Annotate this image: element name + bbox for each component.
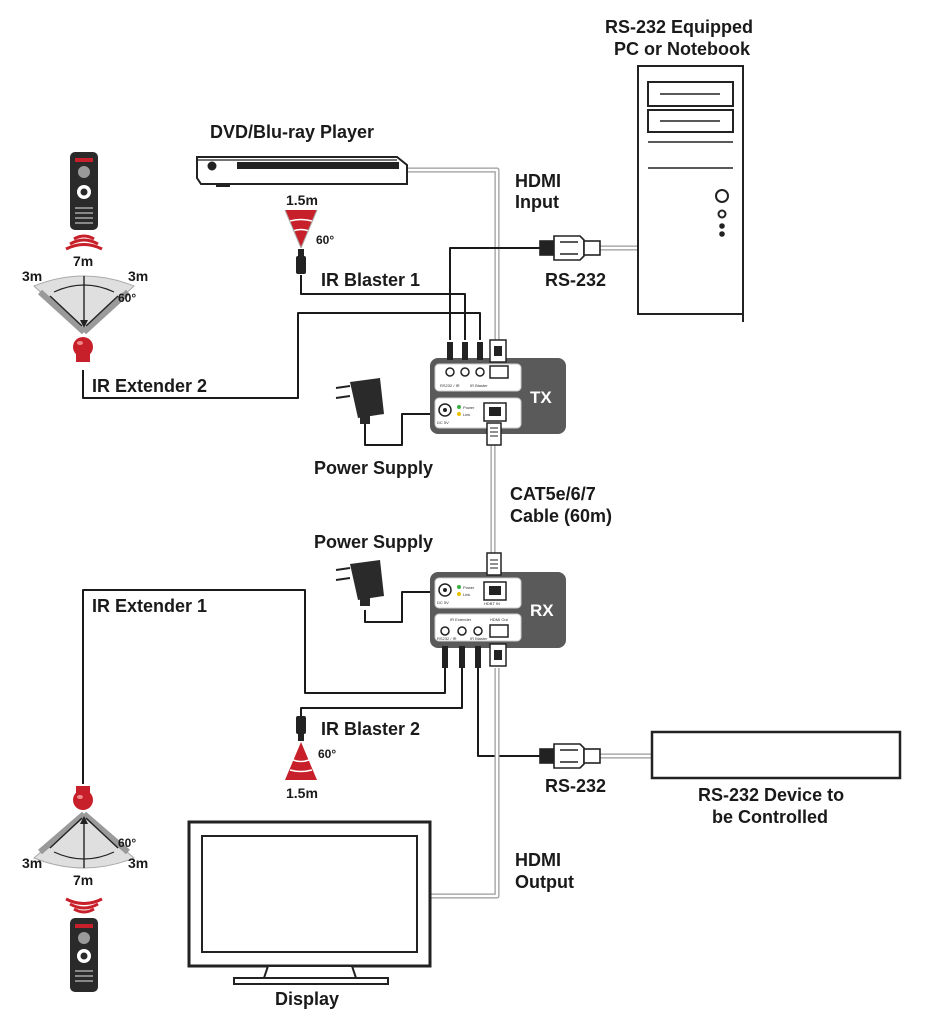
rx-ir-extender-label: IR Extender bbox=[450, 617, 472, 622]
rx-bottom-plugs bbox=[442, 643, 507, 668]
tx-port-label-ir-blaster: IR Blaster bbox=[470, 383, 488, 388]
ir-blaster-1-emitter bbox=[284, 209, 318, 274]
remote-control-top bbox=[65, 152, 103, 251]
hdmi-output-label-line2: Output bbox=[515, 872, 574, 892]
ir-blaster-1-cable bbox=[300, 275, 466, 340]
ir-blaster-1-label: IR Blaster 1 bbox=[321, 270, 420, 290]
power-supply-bottom-label: Power Supply bbox=[314, 532, 433, 552]
pc-tower bbox=[637, 65, 744, 322]
ir-blaster-2-cable bbox=[300, 668, 463, 718]
ir-extender-1-receiver bbox=[73, 786, 93, 810]
display-label: Display bbox=[275, 989, 339, 1009]
pc-label-line2: PC or Notebook bbox=[614, 39, 751, 59]
hdmi-input-label-line1: HDMI bbox=[515, 171, 561, 191]
dvd-player bbox=[196, 156, 408, 187]
ir-extender-2-cable bbox=[82, 312, 481, 399]
rx-power-adapter bbox=[335, 560, 384, 606]
cable-label-line1: CAT5e/6/7 bbox=[510, 484, 596, 504]
ir-extender-top-cone bbox=[33, 275, 135, 335]
tx-power-adapter bbox=[335, 378, 384, 424]
rx-power-cable bbox=[364, 591, 432, 623]
remote-control-bottom bbox=[65, 897, 103, 992]
rx-led-power-label: Power bbox=[463, 585, 475, 590]
ir-extender-bottom-angle: 60° bbox=[118, 836, 136, 850]
ir-extender-1-label: IR Extender 1 bbox=[92, 596, 207, 616]
ir-extender-2-label: IR Extender 2 bbox=[92, 376, 207, 396]
labels: RS-232 Equipped PC or Notebook DVD/Blu-r… bbox=[22, 17, 844, 1009]
hdmi-output-cable bbox=[430, 668, 500, 899]
rx-rs232-label: RS232 / IR bbox=[437, 636, 457, 641]
hdmi-input-label-line2: Input bbox=[515, 192, 559, 212]
ir-blaster-2-distance: 1.5m bbox=[286, 785, 318, 801]
rx-led-link-label: Link bbox=[463, 592, 470, 597]
rx-cat-plug bbox=[486, 552, 502, 576]
ir-extender-2-receiver bbox=[73, 337, 93, 362]
power-supply-top-label: Power Supply bbox=[314, 458, 433, 478]
tx-led-power-label: Power bbox=[463, 405, 475, 410]
ir-extender-top-right-distance: 3m bbox=[128, 268, 148, 284]
rx-power-port-label: DC 5V bbox=[437, 600, 449, 605]
ir-blaster-1-distance: 1.5m bbox=[286, 192, 318, 208]
rx-hdmi-out-label: HDMI Out bbox=[490, 617, 509, 622]
tx-cat-plug bbox=[486, 422, 502, 446]
pc-label-line1: RS-232 Equipped bbox=[605, 17, 753, 37]
ir-blaster-2-label: IR Blaster 2 bbox=[321, 719, 420, 739]
ir-extender-bottom-right-distance: 3m bbox=[128, 855, 148, 871]
rs232-device bbox=[650, 730, 902, 780]
rx-ir-blaster-label: IR Blaster bbox=[470, 636, 488, 641]
tx-label: TX bbox=[530, 388, 552, 407]
tx-power-cable bbox=[364, 413, 432, 446]
tx-top-plugs bbox=[447, 339, 507, 363]
ir-blaster-2-emitter bbox=[285, 716, 317, 780]
ir-extender-top-angle: 60° bbox=[118, 291, 136, 305]
tx-power-port-label: DC 5V bbox=[437, 420, 449, 425]
rs232-top-label: RS-232 bbox=[545, 270, 606, 290]
tx-unit: RS232 / IR IR Blaster Power Link DC 5V T… bbox=[430, 358, 566, 434]
hdmi-output-label-line1: HDMI bbox=[515, 850, 561, 870]
ir-extender-bottom-center-distance: 7m bbox=[73, 872, 93, 888]
rs232-bottom-connector bbox=[539, 743, 601, 769]
dvd-label: DVD/Blu-ray Player bbox=[210, 122, 374, 142]
rs232-device-label-line1: RS-232 Device to bbox=[698, 785, 844, 805]
rs232-bottom-label: RS-232 bbox=[545, 776, 606, 796]
ir-blaster-1-angle: 60° bbox=[316, 233, 334, 247]
tx-port-label-rs232: RS232 / IR bbox=[440, 383, 460, 388]
rs232-bottom-cable bbox=[477, 668, 552, 757]
ir-extender-bottom-left-distance: 3m bbox=[22, 855, 42, 871]
rs232-top-cable bbox=[449, 247, 552, 340]
ir-extender-bottom-cone bbox=[33, 811, 135, 869]
ir-extender-top-center-distance: 7m bbox=[73, 253, 93, 269]
rs232-top-connector bbox=[539, 235, 601, 261]
display-monitor bbox=[187, 820, 432, 985]
rs232-device-label-line2: be Controlled bbox=[712, 807, 828, 827]
tx-led-link-label: Link bbox=[463, 412, 470, 417]
rx-hdbt-label: HDBT IN bbox=[484, 601, 500, 606]
rx-unit: DC 5V Power Link HDBT IN IR Extender RS2… bbox=[430, 572, 566, 648]
cable-label-line2: Cable (60m) bbox=[510, 506, 612, 526]
ir-extender-top-left-distance: 3m bbox=[22, 268, 42, 284]
ir-extender-1-cable bbox=[82, 589, 446, 784]
cables bbox=[82, 167, 652, 899]
rx-label: RX bbox=[530, 601, 554, 620]
ir-blaster-2-angle: 60° bbox=[318, 747, 336, 761]
